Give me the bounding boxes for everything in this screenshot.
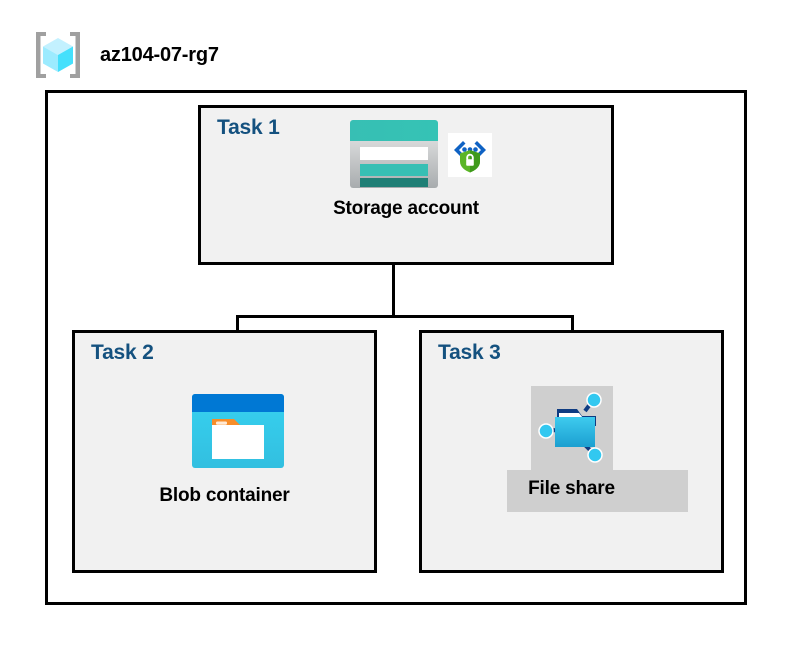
blob-container-caption: Blob container: [159, 485, 290, 506]
resource-group-cube-icon: [30, 27, 86, 83]
task-2-label: Task 2: [91, 341, 154, 364]
connector-bus: [236, 315, 574, 318]
file-share-caption-highlight: [507, 470, 688, 512]
resource-group-header: az104-07-rg7: [30, 27, 219, 83]
connector-trunk: [392, 265, 395, 317]
blob-container-icon: [190, 392, 286, 470]
storage-account-caption: Storage account: [333, 198, 479, 219]
file-share-caption: File share: [528, 478, 615, 499]
storage-account-icon: [348, 118, 440, 190]
task-3-label: Task 3: [438, 341, 501, 364]
resource-group-title: az104-07-rg7: [100, 43, 219, 66]
file-share-icon: [533, 389, 611, 467]
task-1-label: Task 1: [217, 116, 280, 139]
encryption-shield-icon: [448, 133, 492, 177]
